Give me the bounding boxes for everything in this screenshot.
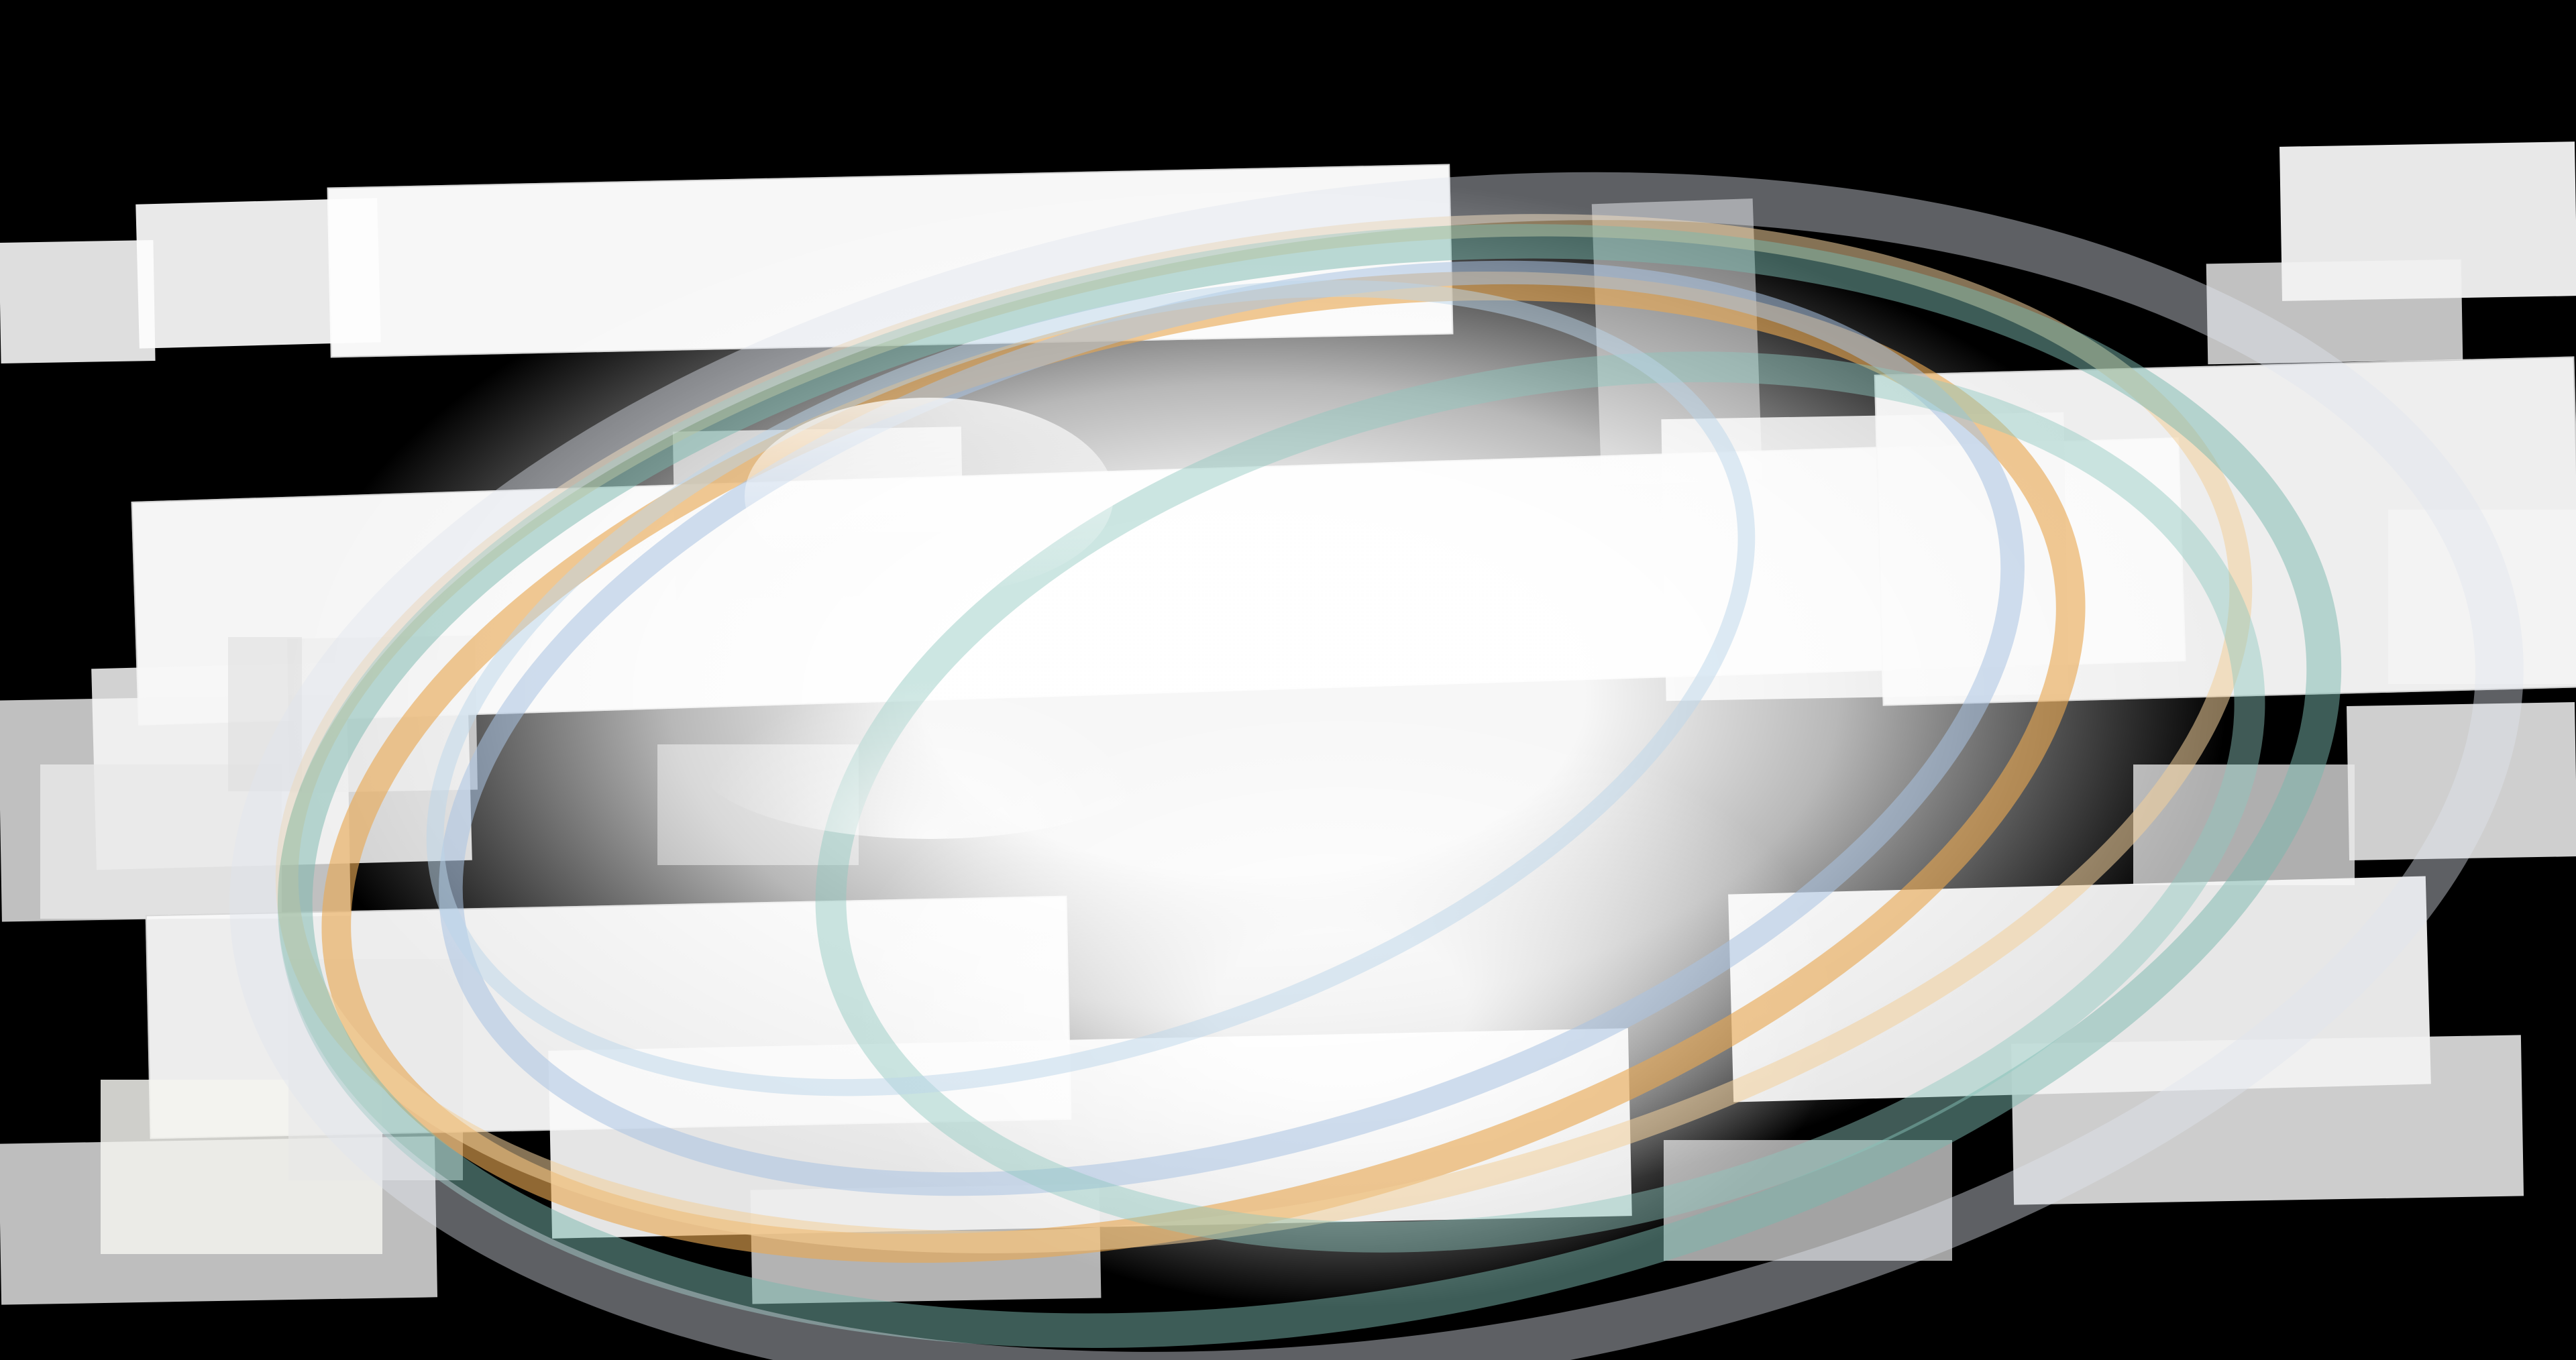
speech-bubble-orange: 安全意識の定着を 確認したい (0, 161, 2576, 177)
blue-category-line1: 集合教育（大規模） (0, 36, 97, 48)
speech-bubble-blue-line2: 安全を周知したい (78, 133, 164, 144)
speech-bubble-blue: 大人数に一斉に 安全を周知したい (0, 129, 2576, 145)
blue-category-separator: ・ (0, 52, 11, 64)
green-category-label: 集合教育 (0, 4, 44, 15)
speech-bubble-green-line1: 視聴覚教材で (0, 149, 65, 160)
sphere-green (657, 379, 1201, 848)
speech-bubble-green: 視聴覚教材で 受講者の理解を深めたい (0, 145, 2576, 161)
speech-bubble-blue-line1: 大人数に一斉に (0, 133, 76, 144)
blue-category-line2: 安全の周知 (0, 68, 54, 80)
background-panel (0, 240, 156, 363)
speech-bubble-green-line2: 受講者の理解を深めたい (67, 149, 186, 160)
speech-bubble-orange-line1: 安全意識の定着を (0, 165, 87, 176)
orange-category-label: 効果測定 (0, 101, 44, 112)
speech-bubble-orange-line2: 確認したい (89, 165, 143, 176)
background-panel (2388, 510, 2576, 684)
